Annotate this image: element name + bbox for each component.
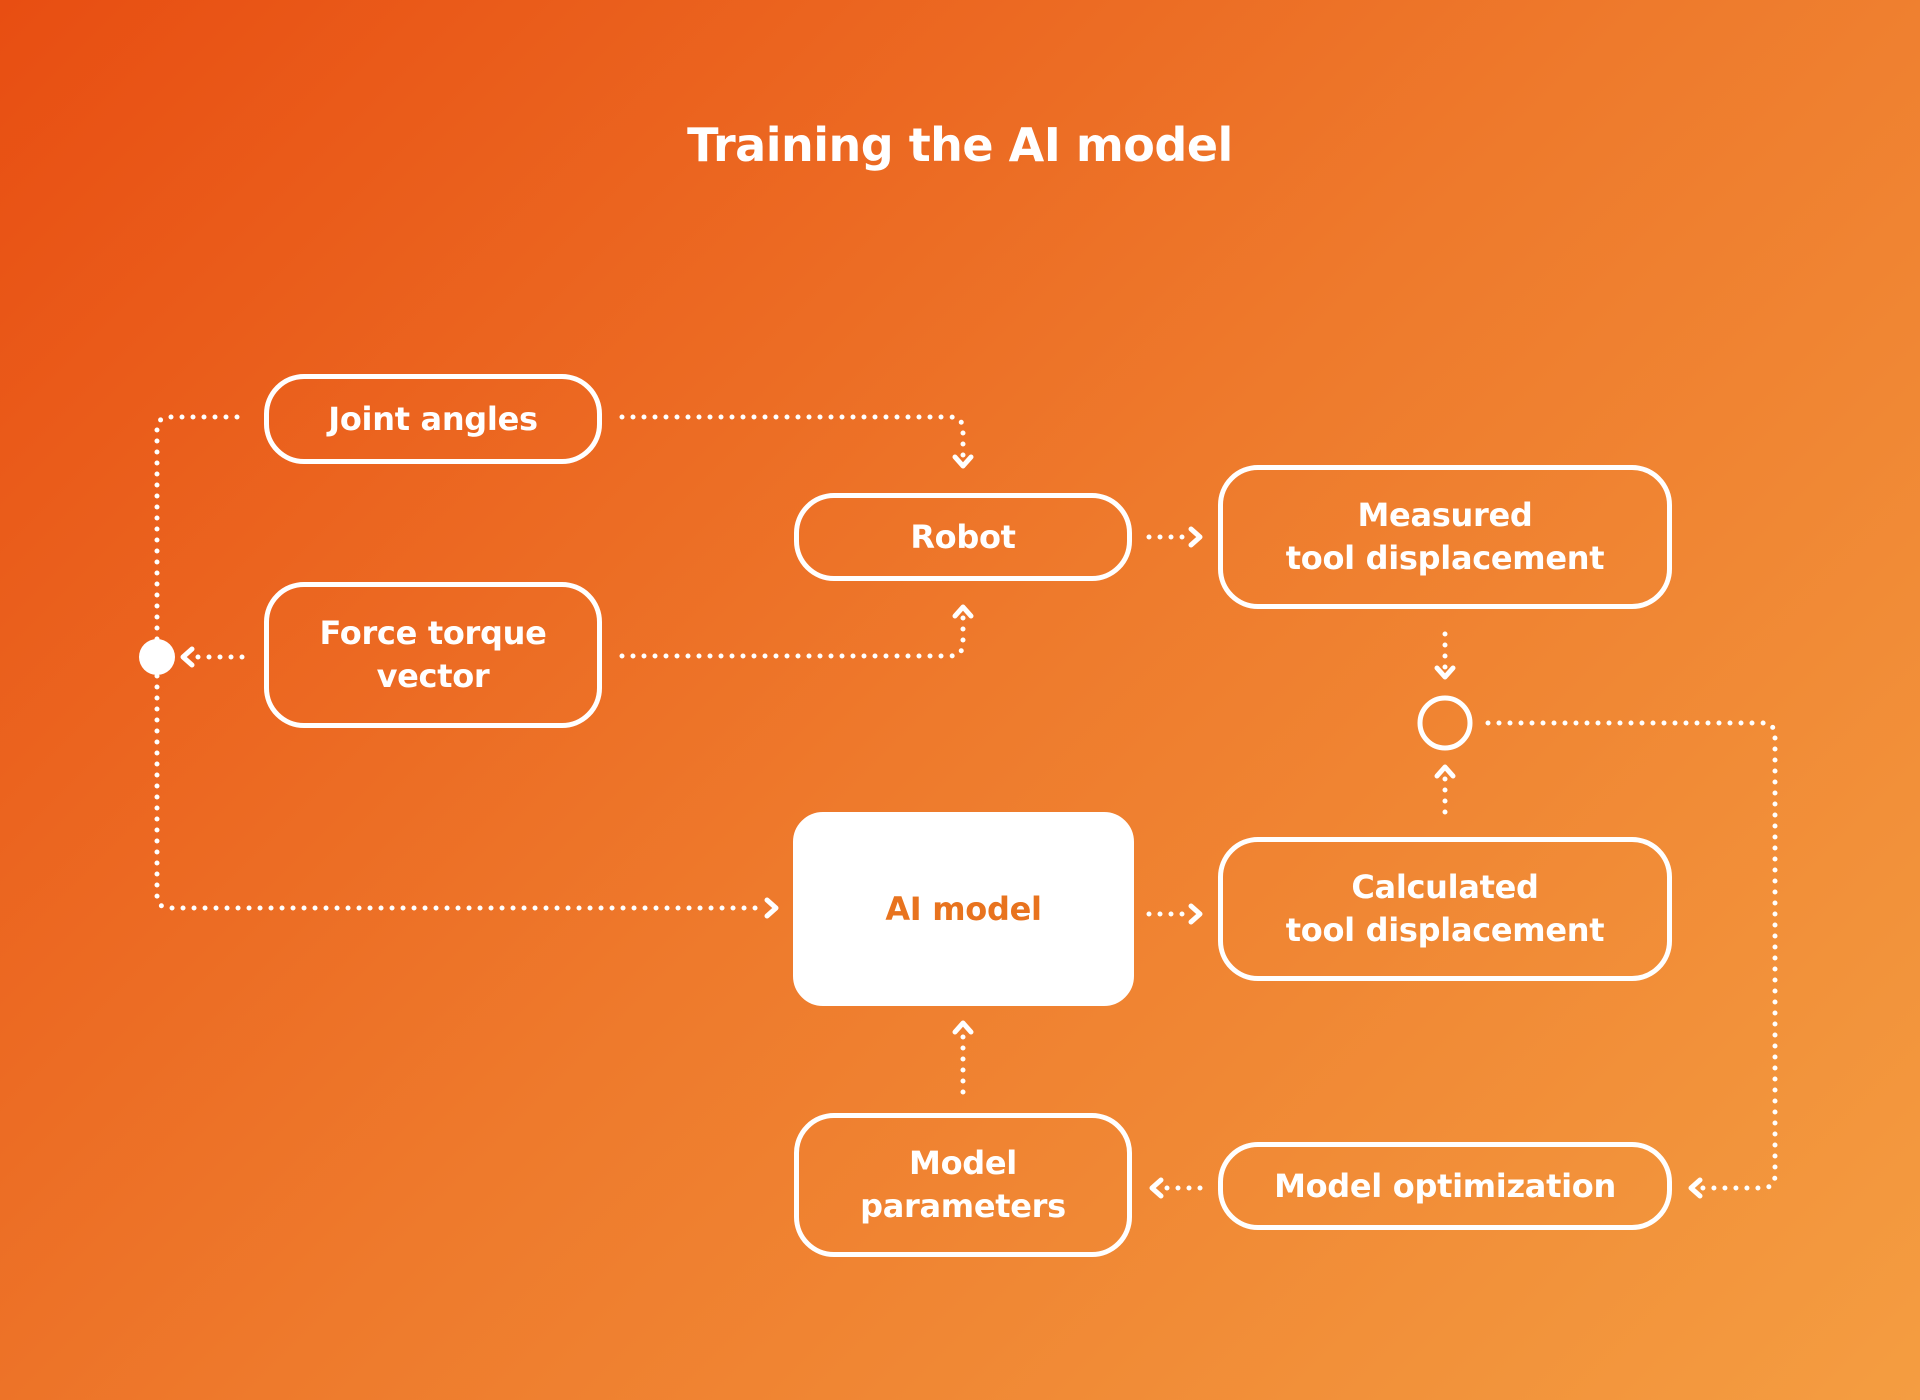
connector-force-to-robot xyxy=(619,609,966,659)
node-force-torque-vector: Force torque vector xyxy=(264,582,602,728)
arrowhead-measured-to-comparator xyxy=(1434,665,1456,680)
arrowhead-to-robot-bottom xyxy=(952,604,974,619)
connector-bus-to-ai xyxy=(154,662,765,911)
node-model-optimization: Model optimization xyxy=(1218,1142,1672,1230)
diagram-title: Training the AI model xyxy=(687,118,1233,172)
arrowhead-to-measured xyxy=(1188,526,1203,548)
arrowhead-to-params xyxy=(1149,1177,1164,1199)
arrowhead-to-junction xyxy=(180,646,195,668)
node-calculated-tool-displacement: Calculated tool displacement xyxy=(1218,837,1672,981)
arrowhead-to-calculated xyxy=(1188,903,1203,925)
arrowhead-to-robot-top xyxy=(952,454,974,469)
arrowhead-calculated-to-comparator xyxy=(1434,764,1456,779)
arrowhead-to-optimization xyxy=(1688,1177,1703,1199)
node-robot: Robot xyxy=(794,493,1132,581)
junction-dot xyxy=(139,639,175,675)
node-ai-model: AI model xyxy=(793,812,1134,1006)
node-joint-angles: Joint angles xyxy=(264,374,602,464)
connector-comparator-to-optimization xyxy=(1485,720,1778,1191)
connector-joint-to-robot xyxy=(619,414,966,465)
node-model-parameters: Model parameters xyxy=(794,1113,1132,1257)
connector-joint-to-bus xyxy=(154,414,240,648)
node-measured-tool-displacement: Measured tool displacement xyxy=(1218,465,1672,609)
comparator-circle xyxy=(1417,695,1473,751)
arrowhead-params-to-ai xyxy=(952,1020,974,1035)
arrowhead-to-ai-left xyxy=(764,897,779,919)
